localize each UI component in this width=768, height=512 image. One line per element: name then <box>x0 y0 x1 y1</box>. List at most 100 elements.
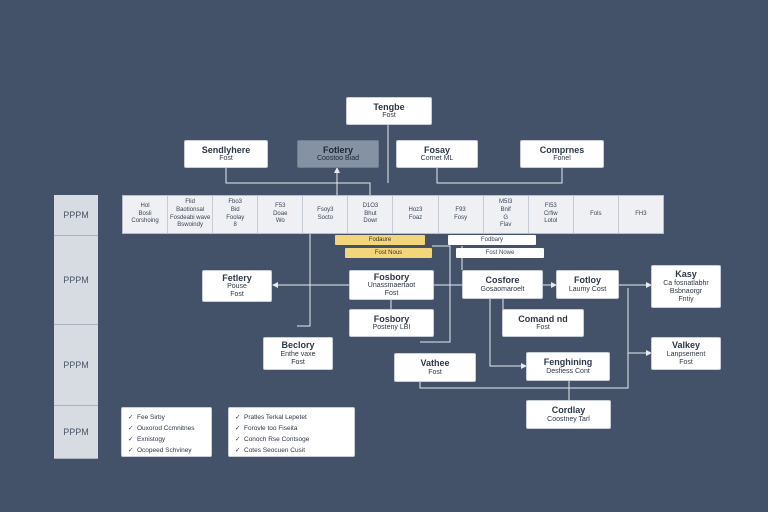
node-subtitle: Gosaomaroelt <box>480 285 525 293</box>
level1-node-selected[interactable]: Fotlery Coostoo Biad <box>297 140 379 168</box>
process-node[interactable]: Fosbory Unassmaertaot Fost <box>349 270 434 300</box>
checklist-item[interactable]: ✓Ouxorod Ccmnitnes <box>128 425 195 432</box>
node-title: Beclory <box>281 340 315 351</box>
process-node[interactable]: Cordlay Coostney Tarl <box>526 400 611 429</box>
checklist-item[interactable]: ✓Cotes Seocuen Cusit <box>235 447 306 454</box>
label-tag: Fost Nowe <box>456 248 544 258</box>
connector <box>225 168 371 195</box>
node-subtitle: Coostoo Biad <box>316 155 360 163</box>
phase-cell-line: Bid <box>230 206 240 213</box>
phase-cell[interactable]: Fols <box>574 196 619 233</box>
phase-cell-line: Hol <box>140 202 150 209</box>
process-node[interactable]: Fetlery Pouse Fost <box>202 270 272 302</box>
highlight-tag: Fodaure <box>335 235 425 245</box>
check-icon: ✓ <box>235 436 241 443</box>
node-subtitle: Posteny LBI <box>372 324 411 332</box>
node-subtitle: Fost <box>679 358 693 366</box>
phase-cell-line: Foolay <box>226 214 245 221</box>
process-node[interactable]: Fotloy Laumy Cost <box>556 270 619 299</box>
node-subtitle: Fost <box>291 358 305 366</box>
check-icon: ✓ <box>128 447 134 454</box>
process-node[interactable]: Comand nd Fost <box>502 309 584 337</box>
node-title: Fosbory <box>373 271 410 282</box>
phase-cell[interactable]: FH3 <box>619 196 663 233</box>
phase-cell-line: Bhut <box>364 210 377 217</box>
node-subtitle: Pouse <box>227 283 247 291</box>
phase-cell-line: D1O3 <box>362 202 379 209</box>
node-subtitle: Bsbnaorgr <box>669 287 703 295</box>
process-node[interactable]: Vathee Fost <box>394 353 476 382</box>
node-subtitle: Unassmaertaot <box>367 282 416 290</box>
process-node[interactable]: Fosbory Posteny LBI <box>349 309 434 337</box>
phase-cell-line: M5I3 <box>498 198 513 205</box>
highlight-tag: Fost Nous <box>345 248 432 258</box>
check-icon: ✓ <box>235 447 241 454</box>
node-title: Comprnes <box>539 144 585 155</box>
node-title: Fenghining <box>543 357 593 368</box>
phase-cell-line: Fosdeabi wave <box>169 214 211 221</box>
node-subtitle: Fntiy <box>678 295 694 303</box>
phase-cell-line: Doae <box>273 210 288 217</box>
phase-cell-line: F93 <box>455 206 466 213</box>
lane-label: PPPM <box>54 236 98 325</box>
phase-cell-line: Fosy <box>454 214 468 221</box>
node-subtitle: Ca fosnatlabhr <box>663 279 709 287</box>
phase-cell-line: Baotionsal <box>176 206 205 213</box>
node-title: Vathee <box>420 358 450 369</box>
phase-cell-line: Flav <box>499 222 512 229</box>
node-subtitle: Fost <box>428 368 442 376</box>
phase-cell-line: 8 <box>233 222 237 229</box>
phase-cell-line: Fsoy3 <box>317 206 334 213</box>
phase-cell-line: FH3 <box>635 210 647 217</box>
phase-cell-line: Fbo3 <box>228 198 243 205</box>
phase-cell-line: Lotol <box>544 218 558 225</box>
checklist-item[interactable]: ✓Conoch Rse Contsoge <box>235 436 310 443</box>
node-subtitle: Fost <box>219 155 233 163</box>
level1-node[interactable]: Sendlyhere Fost <box>184 140 268 168</box>
process-node[interactable]: Kasy Ca fosnatlabhr Bsbnaorgr Fntiy <box>651 265 721 308</box>
node-subtitle: Desfiess Cont <box>546 367 590 375</box>
checklist-item[interactable]: ✓Forovle too Fiseita <box>235 425 298 432</box>
node-subtitle: Fost <box>230 291 244 299</box>
checklist-item[interactable]: ✓Ocopeed Schviney <box>128 447 192 454</box>
checklist-item[interactable]: ✓Fee Sirby <box>128 414 165 421</box>
check-icon: ✓ <box>235 414 241 421</box>
checklist-card: ✓Pratles Terkal Lepetet ✓Forovle too Fis… <box>228 407 355 457</box>
process-node[interactable]: Cosfore Gosaomaroelt <box>462 270 543 299</box>
node-subtitle: Fost <box>384 290 399 298</box>
process-node[interactable]: Valkey Lanpsement Fost <box>651 337 721 370</box>
phase-cell-line: Hoz3 <box>408 206 423 213</box>
node-subtitle: Enthe vaxe <box>280 350 316 358</box>
node-title: Kasy <box>675 269 697 280</box>
connector <box>436 168 563 184</box>
node-subtitle: Fost <box>382 112 396 120</box>
phase-cell-line: Bosli <box>138 210 152 217</box>
checklist-item[interactable]: ✓Exnistogy <box>128 436 166 443</box>
process-node[interactable]: Beclory Enthe vaxe Fost <box>263 337 333 370</box>
level1-node[interactable]: Comprnes Fonel <box>520 140 604 168</box>
node-subtitle: Lanpsement <box>666 350 706 358</box>
node-subtitle: Fost <box>536 324 550 332</box>
phase-cell-line: Dowr <box>363 218 378 225</box>
connector <box>297 234 311 327</box>
checklist-item[interactable]: ✓Pratles Terkal Lepetet <box>235 414 307 421</box>
level1-node[interactable]: Fosay Cornet ML <box>396 140 478 168</box>
root-node[interactable]: Tengbe Fost <box>346 97 432 125</box>
phase-cell-line: Socto <box>317 214 334 221</box>
phase-cell-line: Bswoindy <box>177 222 203 229</box>
check-icon: ✓ <box>128 436 134 443</box>
process-node[interactable]: Fenghining Desfiess Cont <box>526 352 610 381</box>
node-subtitle: Coostney Tarl <box>547 415 590 423</box>
check-icon: ✓ <box>128 414 134 421</box>
